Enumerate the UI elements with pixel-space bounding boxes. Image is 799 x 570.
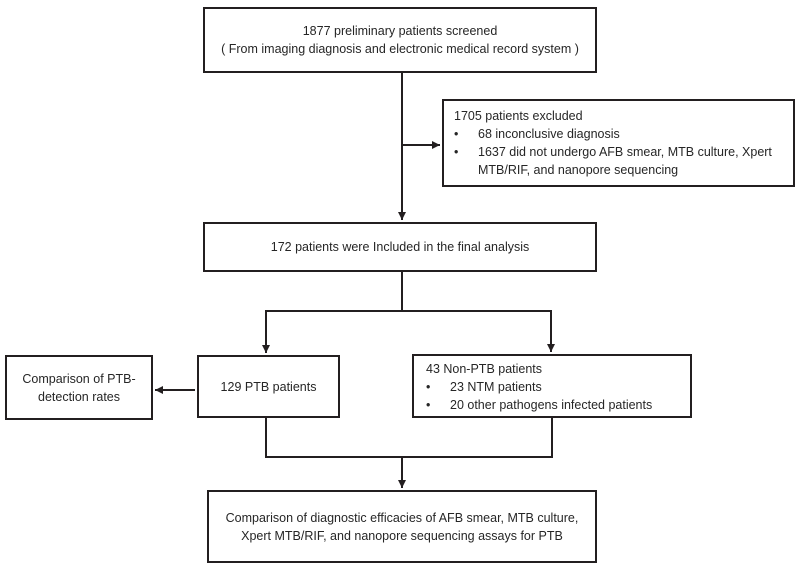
included-patients-box: 172 patients were Included in the final … bbox=[203, 222, 597, 272]
excluded-patients-box: 1705 patients excluded • 68 inconclusive… bbox=[442, 99, 795, 187]
included-text: 172 patients were Included in the final … bbox=[270, 240, 530, 254]
diagnostic-efficacy-comparison-box: Comparison of diagnostic efficacies of A… bbox=[207, 490, 597, 563]
bullet-icon: • bbox=[454, 127, 459, 141]
merge-line bbox=[265, 418, 553, 458]
efficacy-line1: Comparison of diagnostic efficacies of A… bbox=[225, 510, 579, 525]
non-ptb-bullet-1: • 23 NTM patients bbox=[426, 378, 686, 396]
comparison-rates-line2: detection rates bbox=[38, 389, 120, 404]
bullet-icon: • bbox=[426, 398, 431, 412]
excluded-bullet-2: • 1637 did not undergo AFB smear, MTB cu… bbox=[454, 143, 790, 179]
screened-line2: ( From imaging diagnosis and electronic … bbox=[221, 42, 579, 56]
non-ptb-bullet-2: • 20 other pathogens infected patients bbox=[426, 396, 686, 414]
ptb-text: 129 PTB patients bbox=[220, 379, 317, 394]
non-ptb-bullet-2-text: 20 other pathogens infected patients bbox=[450, 398, 653, 412]
arrow-split-to-non-ptb bbox=[402, 310, 555, 352]
bullet-icon: • bbox=[454, 145, 459, 159]
ptb-patients-box: 129 PTB patients bbox=[197, 355, 340, 418]
comparison-rates-line1: Comparison of PTB- bbox=[22, 371, 136, 386]
comparison-detection-rates-box: Comparison of PTB- detection rates bbox=[5, 355, 153, 420]
excluded-title: 1705 patients excluded bbox=[454, 109, 583, 123]
excluded-bullet-1: • 68 inconclusive diagnosis bbox=[454, 125, 790, 143]
non-ptb-title: 43 Non-PTB patients bbox=[426, 362, 543, 376]
non-ptb-patients-box: 43 Non-PTB patients • 23 NTM patients • … bbox=[412, 354, 692, 418]
excluded-bullet-1-text: 68 inconclusive diagnosis bbox=[478, 127, 620, 141]
screened-line1: 1877 preliminary patients screened bbox=[302, 24, 498, 38]
non-ptb-bullet-1-text: 23 NTM patients bbox=[450, 380, 542, 394]
screened-patients-box: 1877 preliminary patients screened ( Fro… bbox=[203, 7, 597, 73]
arrow-split-to-ptb bbox=[262, 272, 403, 353]
bullet-icon: • bbox=[426, 380, 431, 394]
efficacy-line2: Xpert MTB/RIF, and nanopore sequencing a… bbox=[241, 528, 563, 543]
excluded-bullet-2-text: 1637 did not undergo AFB smear, MTB cult… bbox=[478, 145, 772, 177]
